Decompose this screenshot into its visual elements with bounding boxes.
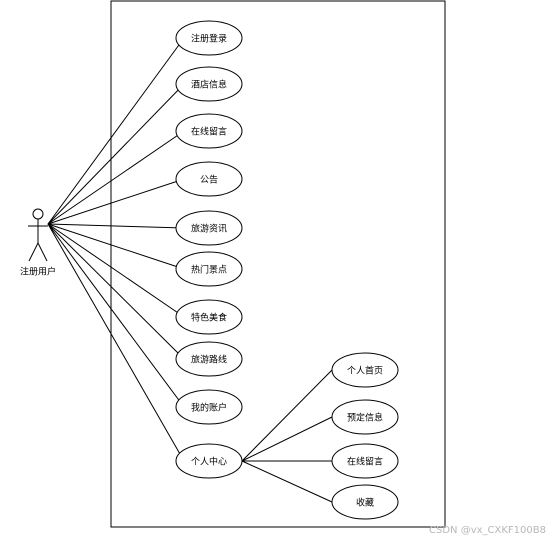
association-line-favorites [241, 460, 333, 503]
use-case-travel-routes-shape [175, 341, 243, 377]
actor-right-leg [37, 242, 48, 262]
actor-left-leg [28, 242, 39, 262]
use-case-booking-info-label: 预定信息 [347, 412, 383, 424]
use-case-register-login-shape [175, 20, 243, 56]
association-line-online-message [47, 130, 185, 225]
use-case-popular-attractions-label: 热门景点 [191, 264, 227, 276]
use-case-my-account[interactable]: 我的账户 [175, 389, 243, 425]
use-case-popular-attractions-shape [175, 251, 243, 287]
use-case-ellipses: 注册登录酒店信息在线留言公告旅游资讯热门景点特色美食旅游路线我的账户个人中心个人… [175, 20, 399, 520]
association-line-register-login [47, 37, 185, 225]
use-case-hotel-info-label: 酒店信息 [191, 79, 227, 91]
use-case-hotel-info[interactable]: 酒店信息 [175, 66, 243, 102]
use-case-travel-routes-label: 旅游路线 [191, 354, 227, 366]
use-case-announcement-shape [175, 161, 243, 197]
association-line-personal-center [47, 223, 185, 462]
use-case-personal-homepage-label: 个人首页 [347, 365, 383, 377]
use-case-booking-info-shape [331, 399, 399, 435]
association-line-personal-homepage [241, 369, 333, 462]
use-case-local-food-shape [175, 299, 243, 335]
use-case-favorites-shape [331, 484, 399, 520]
use-case-my-account-label: 我的账户 [191, 402, 227, 414]
use-case-favorites[interactable]: 收藏 [331, 484, 399, 520]
system-boundary [110, 0, 446, 528]
use-case-my-account-shape [175, 389, 243, 425]
use-case-hotel-info-shape [175, 66, 243, 102]
use-case-register-login-label: 注册登录 [191, 33, 227, 45]
use-case-announcement[interactable]: 公告 [175, 161, 243, 197]
use-case-online-message-shape [175, 113, 243, 149]
association-line-popular-attractions [47, 223, 185, 270]
use-case-travel-news[interactable]: 旅游资讯 [175, 210, 243, 246]
use-case-favorites-label: 收藏 [356, 497, 374, 509]
use-case-online-message[interactable]: 在线留言 [175, 113, 243, 149]
use-case-personal-center[interactable]: 个人中心 [175, 443, 243, 479]
use-case-online-message-2-shape [331, 443, 399, 479]
use-case-online-message-label: 在线留言 [191, 126, 227, 138]
use-case-personal-homepage[interactable]: 个人首页 [331, 352, 399, 388]
use-case-travel-news-label: 旅游资讯 [191, 223, 227, 235]
actor-head [32, 208, 44, 220]
association-line-hotel-info [47, 83, 185, 225]
actor-label: 注册用户 [20, 266, 56, 278]
actor-figure [28, 208, 48, 262]
use-case-travel-routes[interactable]: 旅游路线 [175, 341, 243, 377]
use-case-register-login[interactable]: 注册登录 [175, 20, 243, 56]
use-case-announcement-label: 公告 [200, 174, 218, 186]
use-case-local-food[interactable]: 特色美食 [175, 299, 243, 335]
association-line-local-food [47, 223, 185, 318]
watermark-text: CSDN @vx_CXKF100B8 [429, 525, 546, 536]
use-case-local-food-label: 特色美食 [191, 312, 227, 324]
association-line-travel-routes [47, 223, 185, 360]
use-case-personal-homepage-shape [331, 352, 399, 388]
use-case-personal-center-shape [175, 443, 243, 479]
use-case-booking-info[interactable]: 预定信息 [331, 399, 399, 435]
use-case-popular-attractions[interactable]: 热门景点 [175, 251, 243, 287]
use-case-online-message-2-label: 在线留言 [347, 456, 383, 468]
association-line-travel-news [47, 223, 185, 229]
use-case-personal-center-label: 个人中心 [191, 456, 227, 468]
association-line-booking-info [241, 416, 333, 462]
use-case-travel-news-shape [175, 210, 243, 246]
association-line-my-account [47, 223, 185, 408]
use-case-online-message-2[interactable]: 在线留言 [331, 443, 399, 479]
association-lines [47, 37, 333, 503]
association-line-announcement [47, 178, 185, 225]
